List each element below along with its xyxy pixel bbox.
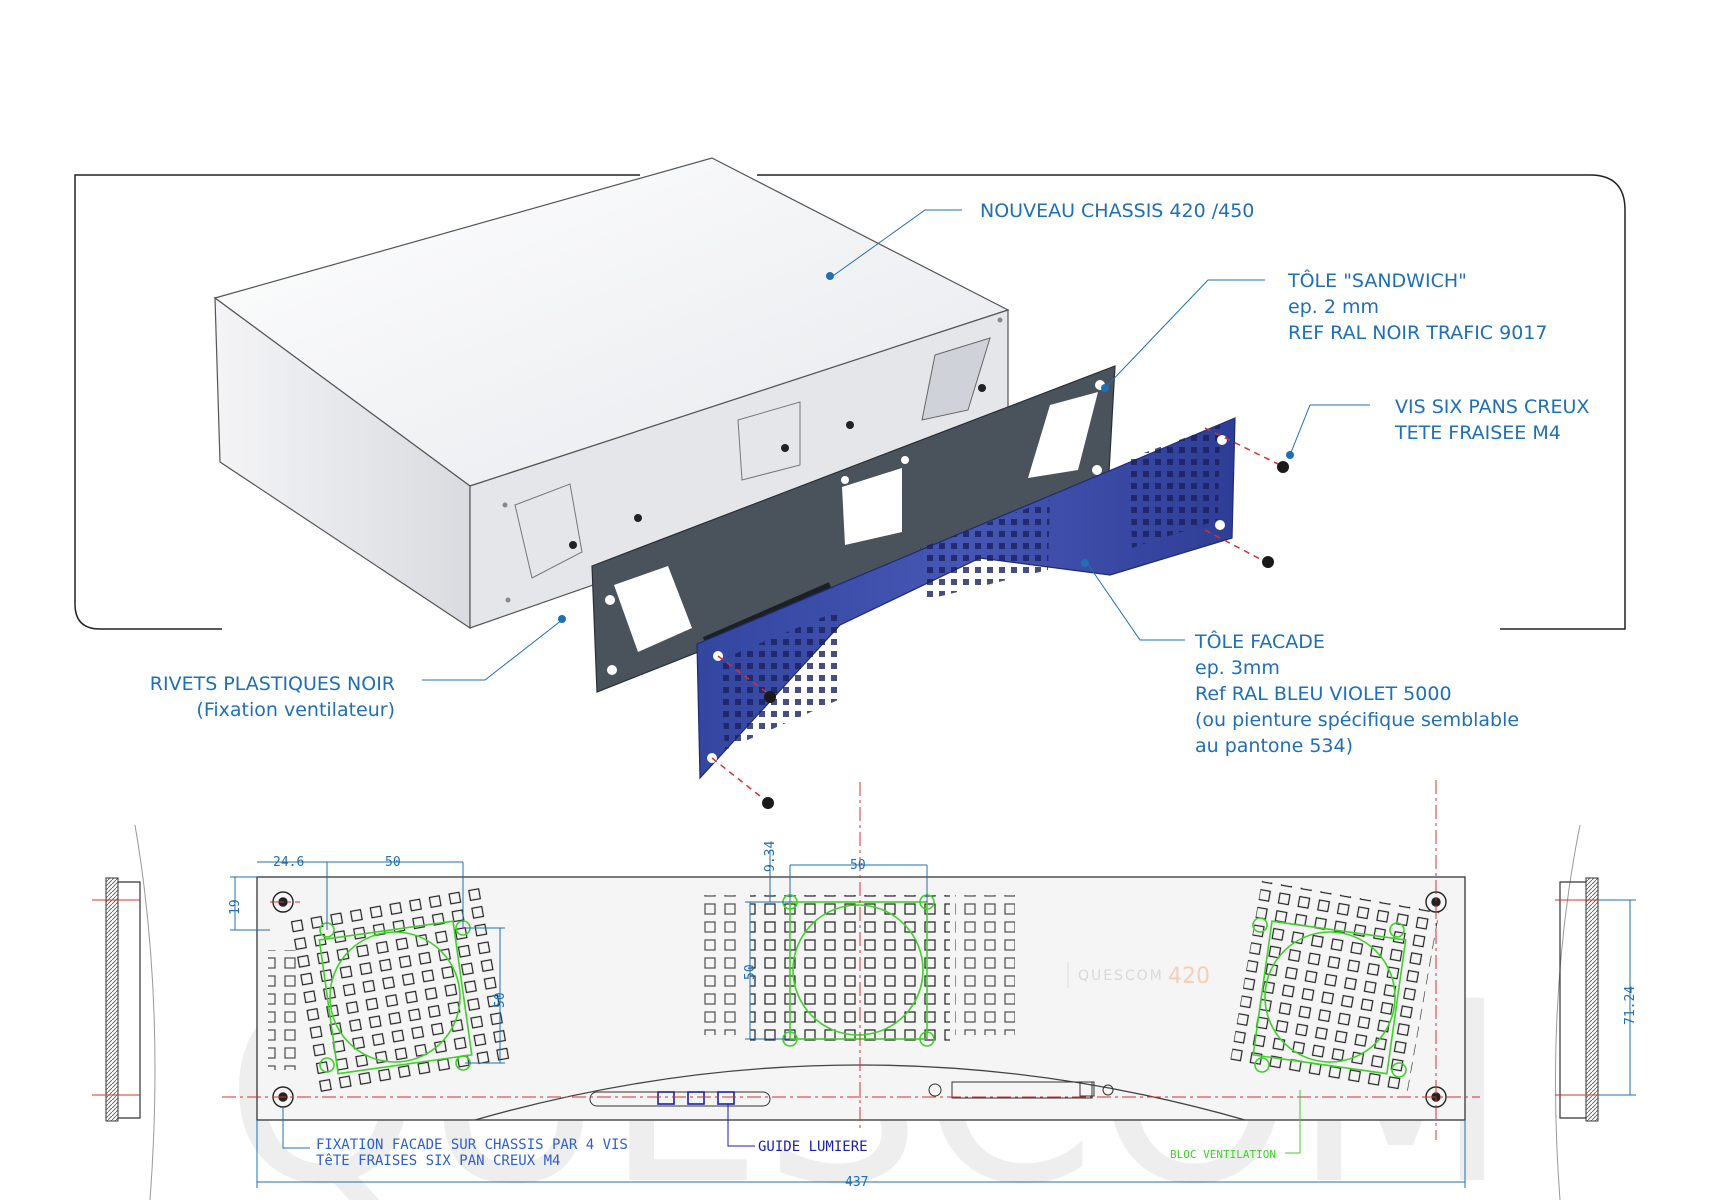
sandwich-panel — [591, 365, 1116, 693]
callout-sandwich-title: TÔLE "SANDWICH" — [1287, 268, 1467, 292]
bloc-leader — [1285, 1090, 1301, 1154]
dim-50-vert-center: 50 — [743, 964, 758, 980]
dimension-lines — [230, 850, 1636, 1188]
callout-chassis: NOUVEAU CHASSIS 420 /450 — [980, 200, 1254, 222]
note-guide-lumiere: GUIDE LUMIERE — [758, 1139, 868, 1155]
light-guide — [657, 1091, 735, 1105]
dim-50-left: 50 — [385, 855, 401, 870]
centerlines — [222, 780, 1480, 1140]
dim-24-6: 24.6 — [273, 855, 304, 870]
guide-leader — [727, 1104, 755, 1147]
dim-50-center: 50 — [850, 858, 866, 873]
screws — [711, 427, 1289, 809]
note-fixation-line1: FIXATION FACADE SUR CHASSIS PAR 4 VIS — [316, 1137, 628, 1153]
callout-facade-note1: (ou pienture spécifique semblable — [1195, 709, 1519, 731]
side-view-right — [1555, 824, 1610, 1200]
note-bloc-ventilation: BLOC VENTILATION — [1170, 1148, 1276, 1161]
callout-screws-line2: TETE FRAISEE M4 — [1394, 422, 1561, 444]
callout-rivets-line2: (Fixation ventilateur) — [196, 699, 395, 721]
dim-50-vert-left: 50 — [493, 992, 508, 1008]
callout-leaders — [422, 209, 1370, 681]
callout-facade-note2: au pantone 534) — [1195, 735, 1353, 757]
callout-rivets-line1: RIVETS PLASTIQUES NOIR — [150, 673, 395, 695]
dim-437: 437 — [845, 1175, 868, 1190]
callout-facade-ref: Ref RAL BLEU VIOLET 5000 — [1195, 683, 1452, 705]
note-fixation-line2: TêTE FRAISES SIX PAN CREUX M4 — [316, 1153, 560, 1169]
dim-19: 19 — [228, 899, 243, 915]
vent-grid-center — [700, 895, 1015, 1045]
panel-logo-number: 420 — [1168, 964, 1210, 989]
dim-71-24: 71.24 — [1623, 986, 1638, 1025]
dim-9-34: 9.34 — [763, 841, 778, 872]
callout-screws-line1: VIS SIX PANS CREUX — [1395, 396, 1589, 418]
fan-outlines — [318, 894, 1407, 1078]
side-view-left — [92, 824, 156, 1200]
callout-facade-thickness: ep. 3mm — [1195, 657, 1280, 679]
panel-logo-text: QUESCOM — [1078, 968, 1164, 984]
facade-panel — [696, 417, 1236, 780]
chassis-box — [213, 157, 1010, 630]
callout-sandwich-ref: REF RAL NOIR TRAFIC 9017 — [1288, 322, 1547, 344]
callout-dots — [558, 272, 1294, 623]
callout-facade-title: TÔLE FACADE — [1194, 629, 1325, 653]
frame-outline — [74, 174, 1626, 630]
callout-sandwich-thickness: ep. 2 mm — [1288, 296, 1379, 318]
